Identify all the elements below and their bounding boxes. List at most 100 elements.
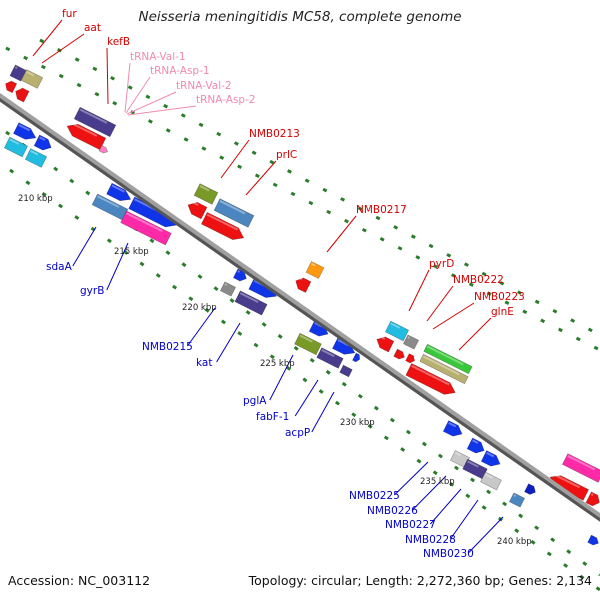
gene-pyrD bbox=[384, 320, 410, 342]
gene-prlC bbox=[213, 198, 255, 228]
map-title: Neisseria meningitidis MC58, complete ge… bbox=[138, 9, 462, 25]
label-NMB0215: NMB0215 bbox=[142, 341, 193, 353]
accession-label: Accession: NC_003112 bbox=[8, 573, 151, 588]
leader-NMB0223 bbox=[432, 302, 475, 330]
label-NMB0213: NMB0213 bbox=[249, 128, 300, 140]
gene-cyan-2 bbox=[24, 148, 48, 168]
leader-fabF-1 bbox=[294, 379, 319, 417]
scale-label-4: 230 kbp bbox=[340, 418, 375, 428]
gene-acpP bbox=[339, 364, 353, 378]
gene-pglA bbox=[294, 332, 322, 356]
label-NMB0227: NMB0227 bbox=[385, 519, 436, 531]
genome-backbone bbox=[0, 93, 600, 522]
gene-trna-cluster bbox=[98, 145, 108, 154]
label-kat: kat bbox=[196, 357, 212, 369]
gene-nmb0230 bbox=[524, 483, 536, 495]
scale-label-2: 220 kbp bbox=[182, 303, 217, 313]
label-tRNA-Val-1: tRNA-Val-1 bbox=[130, 51, 186, 63]
dash-row-bottom-2 bbox=[9, 168, 600, 592]
leader-tRNA-Val-1 bbox=[124, 62, 131, 113]
leader-NMB0226 bbox=[412, 475, 447, 511]
leader-aat bbox=[41, 33, 85, 64]
scale-label-5: 235 kbp bbox=[420, 477, 455, 487]
gene-kefB bbox=[73, 106, 117, 138]
leader-tRNA-Asp-1 bbox=[125, 76, 151, 114]
label-tRNA-Asp-1: tRNA-Asp-1 bbox=[150, 65, 210, 77]
label-acpP: acpP bbox=[285, 427, 310, 439]
label-NMB0217: NMB0217 bbox=[356, 204, 407, 216]
gene-aat bbox=[20, 69, 44, 89]
leader-NMB0228 bbox=[449, 499, 479, 540]
gene-small-blue bbox=[352, 352, 360, 363]
label-tRNA-Val-2: tRNA-Val-2 bbox=[176, 80, 232, 92]
label-glnE: glnE bbox=[491, 306, 514, 318]
leader-NMB0227 bbox=[430, 488, 462, 525]
gene-gyrB bbox=[120, 210, 172, 246]
label-sdaA: sdaA bbox=[46, 261, 73, 273]
leader-tRNA-Val-2 bbox=[126, 91, 177, 115]
leader-NMB0215 bbox=[186, 307, 216, 347]
label-NMB0228: NMB0228 bbox=[405, 534, 456, 546]
gene-row-dashes bbox=[0, 38, 600, 592]
gene-nmb0217 bbox=[305, 261, 325, 279]
leader-sdaA bbox=[72, 226, 97, 267]
scale-label-3: 225 kbp bbox=[260, 359, 295, 369]
leader-gyrB bbox=[106, 242, 129, 291]
gene-nmb0222 bbox=[402, 334, 420, 350]
leader-NMB0217 bbox=[326, 215, 357, 253]
scale-label-0: 210 kbp bbox=[18, 194, 53, 204]
label-aat: aat bbox=[84, 22, 101, 34]
label-NMB0225: NMB0225 bbox=[349, 490, 400, 502]
label-fur: fur bbox=[62, 8, 77, 20]
gene-nmb0228 bbox=[508, 492, 526, 508]
leader-prlC bbox=[245, 160, 277, 196]
label-prlC: prlC bbox=[276, 149, 297, 161]
leader-tRNA-Asp-2 bbox=[127, 105, 197, 116]
gene-prlC-red bbox=[201, 211, 245, 240]
label-kefB: kefB bbox=[107, 36, 130, 48]
leader-pglA bbox=[269, 354, 294, 401]
gene-right-pink bbox=[562, 453, 600, 483]
gene-kat bbox=[234, 290, 268, 316]
leader-NMB0225 bbox=[394, 461, 429, 496]
label-pglA: pglA bbox=[243, 395, 267, 407]
gene-blue-10 bbox=[480, 450, 501, 467]
gene-blue-8 bbox=[442, 420, 463, 437]
gene-small-red bbox=[15, 87, 30, 103]
gene-fabF-1 bbox=[316, 347, 344, 369]
gene-blue-1 bbox=[13, 122, 37, 140]
scale-label-6: 240 kbp bbox=[497, 537, 532, 547]
gene-small-red2 bbox=[393, 348, 405, 360]
gene-edge-blue bbox=[587, 534, 599, 546]
leader-fur bbox=[32, 19, 63, 57]
gene-glnE bbox=[405, 363, 456, 395]
scale-label-1: 215 kbp bbox=[114, 247, 149, 257]
label-NMB0222: NMB0222 bbox=[453, 274, 504, 286]
backbone-line bbox=[0, 93, 600, 518]
gene-fur-arrow bbox=[5, 80, 18, 94]
dash-row-bottom-1 bbox=[0, 125, 600, 577]
gene-blue-9 bbox=[466, 437, 485, 454]
gene-nmb0213 bbox=[193, 183, 219, 205]
leader-NMB0222 bbox=[426, 285, 454, 322]
gene-nmb0217-red bbox=[295, 276, 312, 293]
gene-right-red2 bbox=[585, 491, 600, 507]
gene-nmb0226 bbox=[462, 458, 488, 480]
label-NMB0223: NMB0223 bbox=[474, 291, 525, 303]
leader-glnE bbox=[458, 317, 492, 351]
gene-small-red3 bbox=[405, 353, 415, 364]
label-pyrD: pyrD bbox=[429, 258, 454, 270]
gene-grey-1 bbox=[219, 281, 237, 297]
gene-blue-3 bbox=[106, 182, 132, 202]
leader-kat bbox=[216, 322, 241, 363]
label-fabF-1: fabF-1 bbox=[256, 411, 289, 423]
gene-pyrD-red bbox=[376, 335, 395, 353]
leader-acpP bbox=[311, 391, 335, 433]
label-gyrB: gyrB bbox=[80, 285, 104, 297]
gene-blue-7 bbox=[332, 337, 356, 355]
gene-glnE-tan bbox=[419, 353, 469, 385]
gene-fur bbox=[9, 64, 27, 82]
label-NMB0226: NMB0226 bbox=[367, 505, 418, 517]
